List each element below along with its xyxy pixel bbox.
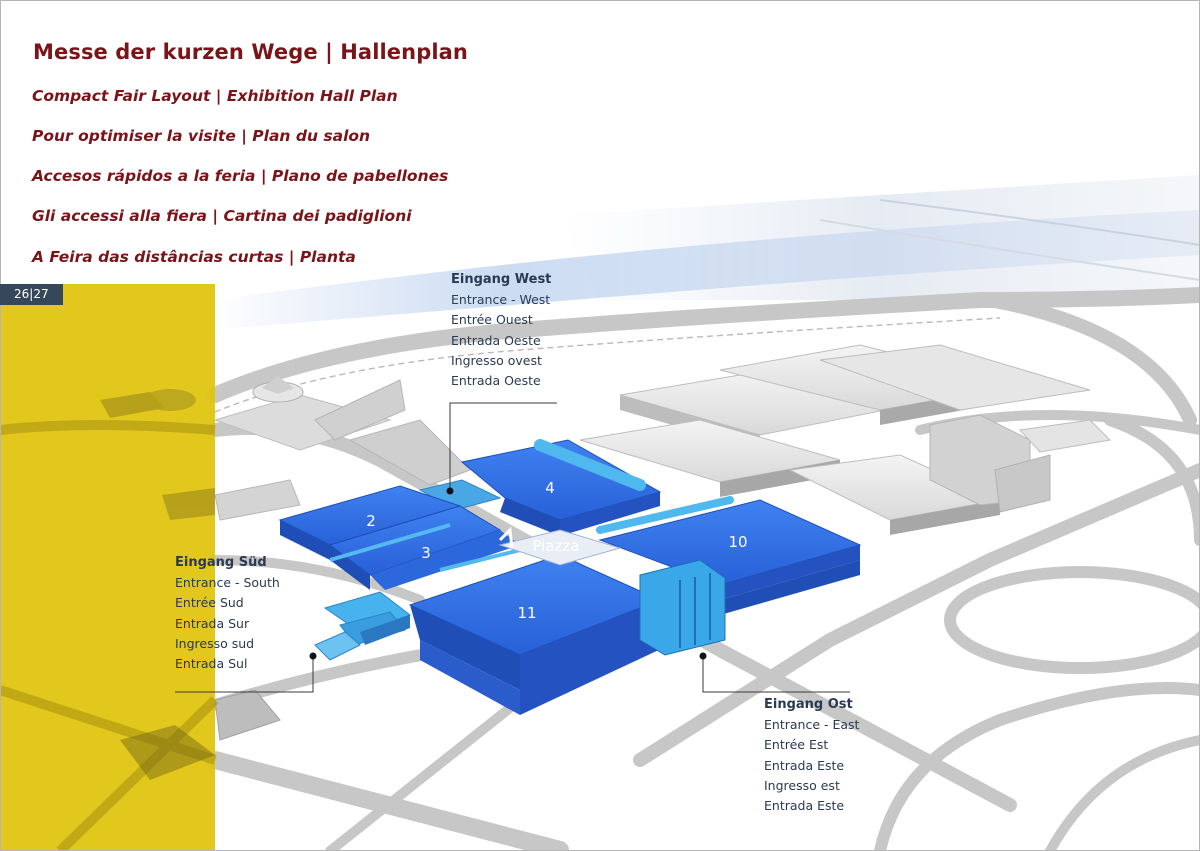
east-entrance-block — [639, 559, 726, 656]
hall-4-label: 4 — [545, 479, 555, 497]
entrance-east-line: Entrada Este — [764, 798, 845, 814]
hall-2-label: 2 — [366, 512, 376, 530]
entrance-south-line: Entrada Sul — [175, 656, 248, 672]
subtitle-en: Compact Fair Layout | Exhibition Hall Pl… — [32, 87, 398, 105]
entrance-pointers — [175, 402, 850, 693]
entrance-south-line: Entrée Sud — [175, 595, 244, 611]
west-structures — [213, 376, 471, 741]
entrance-west-line: Ingresso ovest — [451, 352, 542, 368]
hall-11-label: 11 — [517, 604, 536, 622]
entrance-east-line: Entrance - East — [764, 717, 860, 732]
page-number-badge: 26|27 — [0, 284, 63, 305]
grey-buildings — [579, 344, 1112, 535]
entrance-east-label: Eingang Ost Entrance - East Entrée Est E… — [764, 695, 859, 816]
subtitle-pt: A Feira das distâncias curtas | Planta — [32, 248, 356, 266]
hall-complex: 2 3 4 10 11 Piazza — [278, 439, 862, 715]
entrance-east-line: Entrée Est — [764, 737, 829, 753]
east-entrance-pin — [699, 652, 707, 660]
entrance-east-title: Eingang Ost — [764, 697, 853, 712]
entrance-east-line: Ingresso est — [764, 777, 840, 793]
hall-3-label: 3 — [421, 544, 431, 562]
hall-10-label: 10 — [728, 533, 747, 551]
west-entrance-pin — [446, 487, 454, 495]
entrance-east-line: Entrada Este — [764, 757, 845, 773]
subtitle-it: Gli accessi alla fiera | Cartina dei pad… — [32, 207, 412, 225]
entrance-south-title: Eingang Süd — [175, 555, 267, 570]
subtitle-es: Accesos rápidos a la feria | Plano de pa… — [32, 167, 449, 185]
piazza — [498, 529, 622, 566]
entrance-west-line: Entrada Oeste — [451, 373, 541, 389]
entrance-west-line: Entrada Oeste — [451, 332, 541, 348]
piazza-label: Piazza — [532, 537, 579, 555]
page-title: Messe der kurzen Wege | Hallenplan — [33, 40, 468, 64]
entrance-west-line: Entrance - West — [451, 292, 551, 307]
entrance-south-line: Entrance - South — [175, 575, 280, 590]
entrance-south-label: Eingang Süd Entrance - South Entrée Sud … — [175, 553, 280, 674]
entrance-west-line: Entrée Ouest — [451, 312, 533, 328]
entrance-south-line: Ingresso sud — [175, 635, 255, 651]
south-entrance-pin — [309, 652, 317, 660]
entrance-west-label: Eingang West Entrance - West Entrée Oues… — [451, 270, 551, 391]
entrance-south-line: Entrada Sur — [175, 615, 250, 631]
entrance-west-title: Eingang West — [451, 272, 552, 287]
subtitle-fr: Pour optimiser la visite | Plan du salon — [32, 127, 371, 145]
